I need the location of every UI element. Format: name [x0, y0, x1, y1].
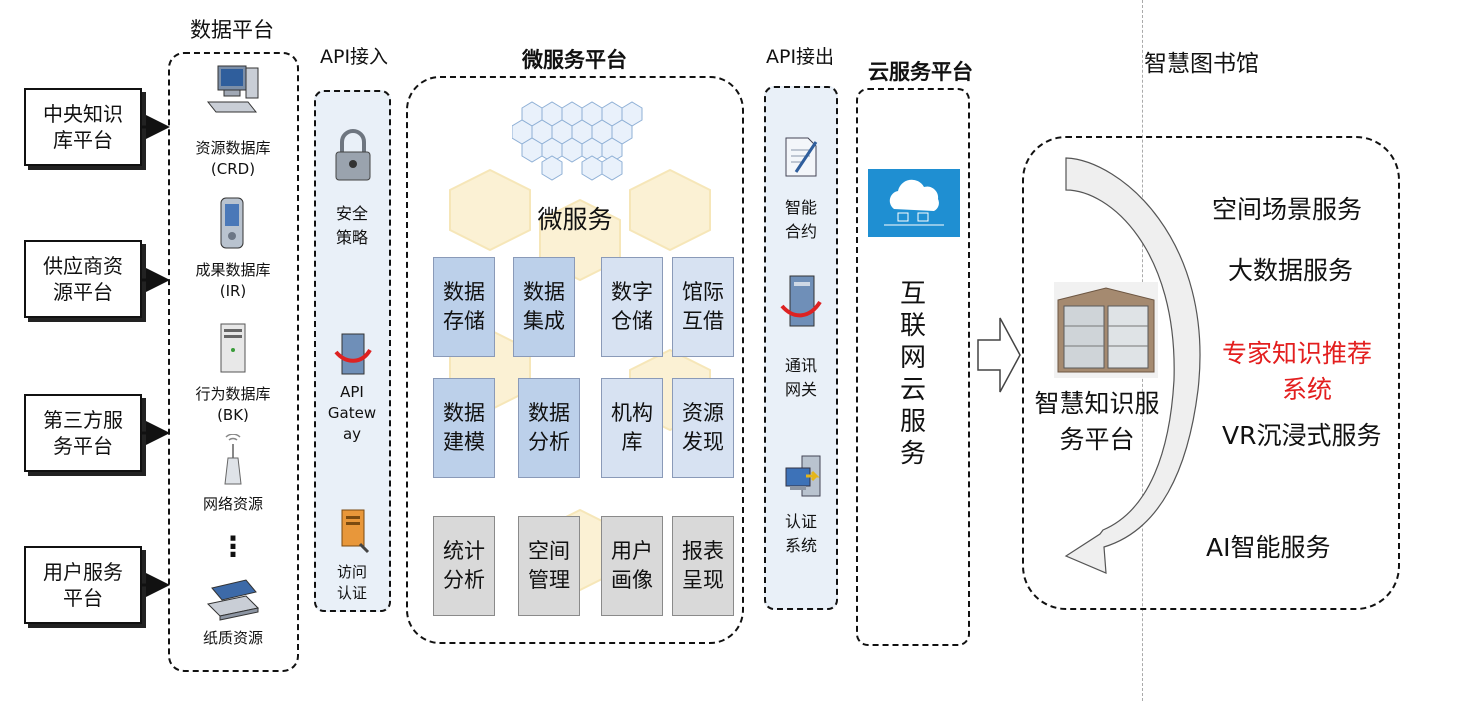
microservice-hex-graphic	[512, 101, 643, 181]
cloud-icon	[868, 169, 960, 237]
security-policy-label: 安全策略	[335, 204, 368, 247]
comm-gateway-label: 通讯网关	[784, 356, 817, 399]
curved-arrow	[1064, 157, 1201, 574]
svc-statistics-analysis: 统计分析	[433, 516, 495, 616]
computer-icon	[206, 65, 259, 113]
contract-icon	[785, 137, 818, 177]
auth-system-label: 认证系统	[784, 512, 817, 555]
title-data-platform: 数据平台	[190, 18, 274, 42]
title-cloud-platform: 云服务平台	[868, 60, 973, 84]
service-expert-recommend: 专家知识推荐	[1222, 339, 1373, 368]
service-space-scene: 空间场景服务	[1212, 195, 1363, 224]
svc-data-integration: 数据集成	[513, 257, 575, 357]
db-behavior-label: 行为数据库(BK)	[195, 385, 271, 424]
db-ellipsis: ⋮	[219, 530, 247, 563]
svc-digital-warehouse: 数字仓储	[601, 257, 663, 357]
source-user-service: 用户服务平台	[24, 546, 142, 624]
svc-report-presentation: 报表呈现	[672, 516, 734, 616]
svc-interlibrary-loan: 馆际互借	[672, 257, 734, 357]
service-vr: VR沉浸式服务	[1222, 421, 1382, 450]
svc-data-analysis: 数据分析	[518, 378, 580, 478]
db-resource-label: 资源数据库(CRD)	[195, 139, 271, 178]
service-ai: AI智能服务	[1206, 533, 1331, 562]
access-server-icon	[341, 509, 370, 554]
micro-platform-box	[406, 76, 744, 644]
title-smart-library: 智慧图书馆	[1144, 51, 1259, 77]
svc-data-storage: 数据存储	[433, 257, 495, 357]
db-paper-label: 纸质资源	[202, 629, 263, 647]
gateway-server-icon	[334, 333, 372, 375]
service-big-data: 大数据服务	[1228, 256, 1354, 285]
auth-system-icon	[785, 455, 821, 497]
access-auth-label: 访问认证	[336, 563, 367, 602]
pda-icon	[220, 197, 244, 249]
svc-resource-discovery: 资源发现	[672, 378, 734, 478]
smart-library-box	[1022, 136, 1400, 610]
service-expert-recommend-2: 系统	[1282, 375, 1333, 404]
microservice-label: 微服务	[537, 205, 613, 234]
cloud-platform-box	[856, 88, 970, 646]
source-third-party: 第三方服务平台	[24, 394, 142, 472]
title-micro-platform: 微服务平台	[522, 48, 627, 72]
lock-icon	[335, 129, 371, 181]
smart-contract-label: 智能合约	[784, 198, 817, 241]
scanner-icon	[206, 579, 260, 621]
db-network-label: 网络资源	[202, 495, 263, 513]
db-outcome-label: 成果数据库(IR)	[195, 261, 271, 300]
cloud-service-text: 互 联 网 云 服 务	[899, 279, 926, 469]
arrow-to-library	[977, 317, 1021, 393]
source-supplier: 供应商资源平台	[24, 240, 142, 318]
data-platform-box	[168, 52, 299, 672]
router-icon	[224, 434, 242, 485]
platform-label: 智慧知识服务平台	[1034, 389, 1160, 454]
server-icon	[220, 323, 246, 373]
comm-gateway-icon	[780, 275, 822, 327]
svc-institution-repository: 机构库	[601, 378, 663, 478]
svc-user-profile: 用户画像	[601, 516, 663, 616]
svc-space-management: 空间管理	[518, 516, 580, 616]
title-api-in: API接入	[320, 46, 389, 68]
title-api-out: API接出	[766, 46, 835, 68]
source-central-knowledge: 中央知识库平台	[24, 88, 142, 166]
svc-data-modeling: 数据建模	[433, 378, 495, 478]
knowledge-booth-icon	[1054, 282, 1158, 378]
